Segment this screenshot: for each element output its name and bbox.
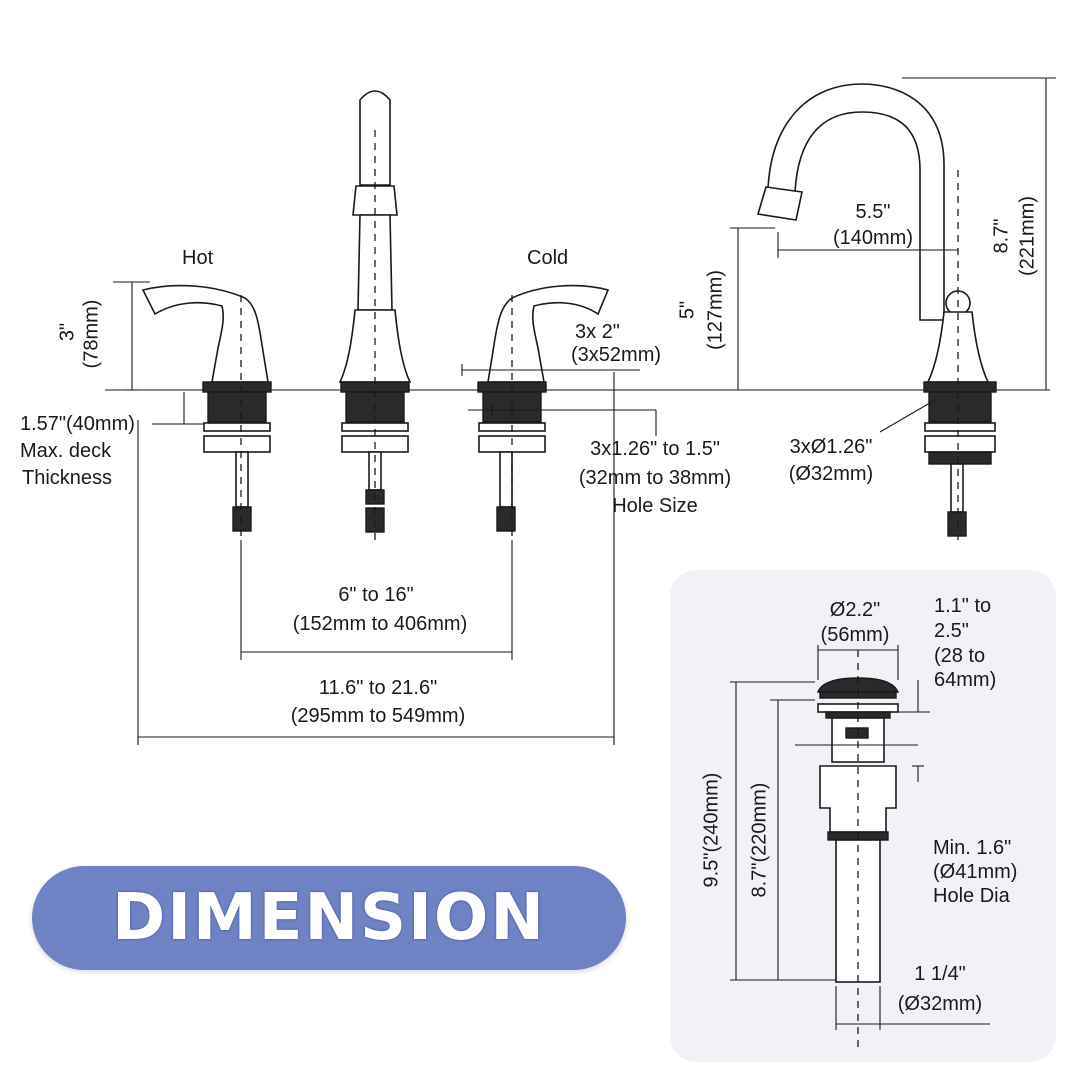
handle-width-in: 3x 2"	[575, 321, 620, 343]
dim-drain-total	[730, 681, 836, 981]
dim-tail-dia	[835, 986, 990, 1030]
dimension-banner: DIMENSION	[32, 866, 626, 970]
handle-spacing-in: 6" to 16"	[338, 584, 414, 606]
drain-drawing	[816, 650, 900, 1050]
dim-total-height	[902, 77, 1056, 390]
hole-dia-l3: Hole Dia	[933, 885, 1010, 907]
overall-spacing-mm: (295mm to 549mm)	[290, 705, 466, 727]
dim-cap-dia	[817, 645, 899, 680]
dim-spout-height	[730, 227, 775, 390]
base-dia-mm: (Ø32mm)	[788, 463, 874, 485]
total-height-mm: (221mm)	[1016, 195, 1039, 277]
dim-handle-width	[461, 364, 640, 376]
dim-deck-thickness	[152, 392, 204, 425]
total-height-in: 8.7"	[990, 218, 1013, 254]
handle-width-mm: (3x52mm)	[571, 344, 662, 366]
overall-spacing-in: 11.6" to 21.6"	[318, 677, 438, 699]
handle-spacing-mm: (152mm to 406mm)	[292, 613, 468, 635]
spout-height-mm: (127mm)	[704, 269, 727, 351]
drain-total-length: 9.5"(240mm)	[700, 772, 723, 888]
hole-size-caption: Hole Size	[612, 495, 698, 517]
handle-height-mm: (78mm)	[80, 299, 103, 369]
dim-handle-spacing	[240, 540, 513, 660]
hole-size-mm: (32mm to 38mm)	[578, 467, 732, 489]
deck-thickness-l3: Thickness	[22, 467, 113, 489]
dim-handle-height	[113, 281, 150, 391]
cold-handle-drawing	[477, 284, 610, 540]
body-length-l4: 64mm)	[934, 669, 997, 691]
deck-thickness-l1: 1.57"(40mm)	[20, 413, 135, 435]
cold-label: Cold	[527, 247, 569, 269]
dim-hole-size	[468, 404, 657, 436]
dim-body-length	[898, 680, 930, 713]
drain-tail-length: 8.7"(220mm)	[748, 782, 771, 898]
hole-dia-l2: (Ø41mm)	[933, 861, 1018, 883]
deck-thickness-l2: Max. deck	[20, 440, 112, 462]
cap-dia-mm: (56mm)	[820, 624, 890, 646]
hole-size-in: 3x1.26" to 1.5"	[590, 438, 720, 460]
side-spout-drawing	[756, 83, 997, 540]
body-length-l1: 1.1" to	[934, 595, 992, 617]
body-length-l3: (28 to	[934, 645, 986, 667]
dim-drain-tail	[770, 699, 815, 980]
banner-title: DIMENSION	[112, 881, 546, 955]
hole-dia-l1: Min. 1.6"	[933, 837, 1012, 859]
spout-reach-in: 5.5"	[855, 201, 891, 223]
cap-dia-in: Ø2.2"	[829, 599, 881, 621]
body-length-l2: 2.5"	[934, 620, 969, 642]
base-dia-in: 3xØ1.26"	[789, 436, 873, 458]
tail-dia-in: 1 1/4"	[914, 963, 966, 985]
dim-spout-reach	[777, 232, 958, 258]
spout-reach-mm: (140mm)	[832, 227, 913, 249]
center-spout-drawing	[338, 90, 412, 540]
dim-overall-spacing	[137, 372, 615, 745]
tail-dia-mm: (Ø32mm)	[897, 993, 983, 1015]
dim-hole-dia	[795, 744, 924, 782]
base-dia-leader	[879, 399, 936, 433]
spout-height-in: 5"	[676, 300, 699, 320]
hot-label: Hot	[182, 247, 214, 269]
handle-height-in: 3"	[56, 322, 79, 342]
hot-handle-drawing	[141, 284, 272, 540]
